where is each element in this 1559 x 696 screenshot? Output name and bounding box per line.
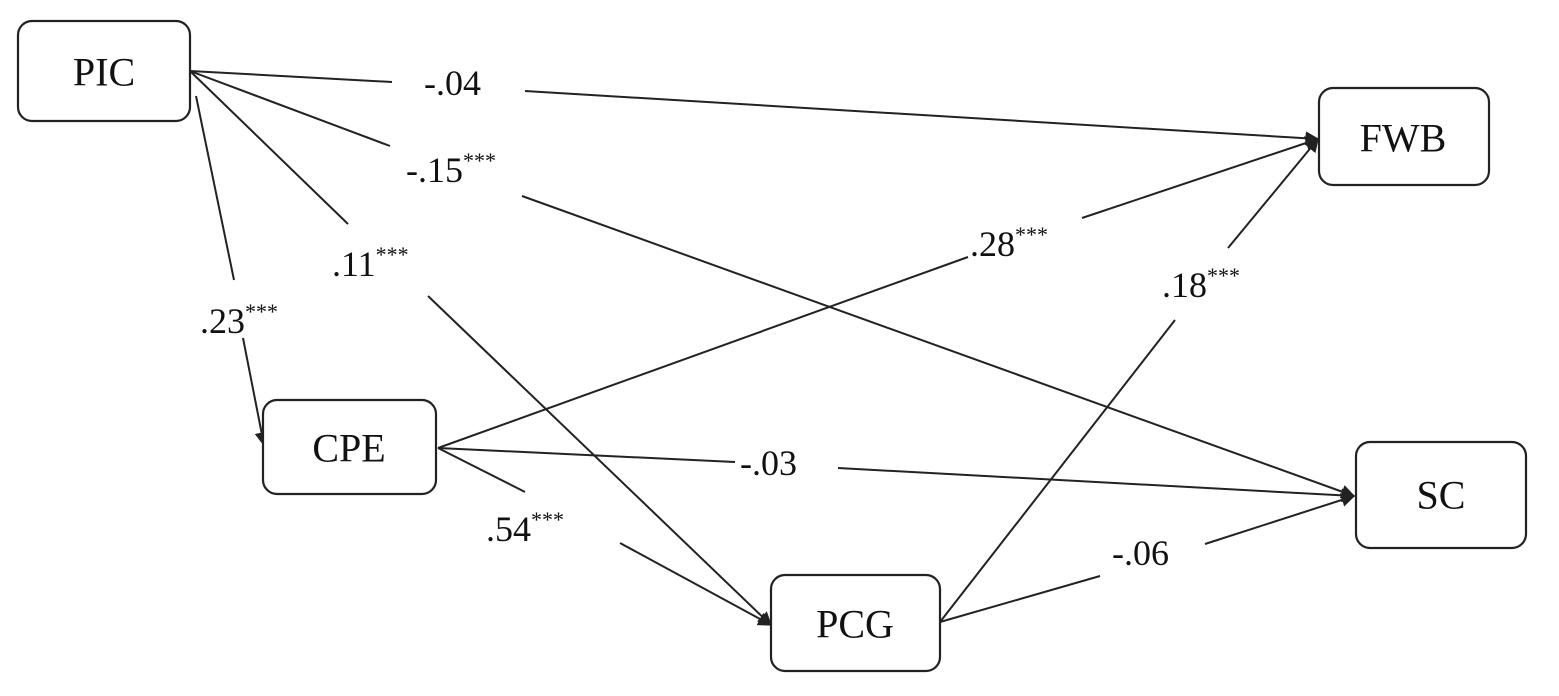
coefficient-cpe-pcg: .54 <box>486 509 531 549</box>
path-pic-cpe-segment-1 <box>195 95 235 281</box>
path-pic-pcg-segment-2 <box>427 295 773 626</box>
significance-pic-cpe: *** <box>245 299 278 324</box>
node-sc-label: SC <box>1417 473 1466 518</box>
coefficient-cpe-fwb: .28 <box>970 224 1015 264</box>
path-label-pic-cpe: .23*** <box>200 299 278 341</box>
path-pic-fwb-segment-2 <box>524 90 1320 146</box>
node-sc-box <box>1354 440 1528 550</box>
node-fwb-box <box>1317 86 1491 187</box>
path-pic-sc <box>189 70 1356 499</box>
path-cpe-pcg <box>437 447 773 626</box>
path-label-cpe-fwb: .28*** <box>970 222 1048 264</box>
path-pcg-sc-segment-1 <box>939 575 1101 623</box>
path-pic-sc-segment-2 <box>521 195 1356 499</box>
path-cpe-pcg-segment-2 <box>619 542 773 626</box>
path-label-cpe-sc: -.03 <box>740 443 797 483</box>
coefficient-cpe-sc: -.03 <box>740 443 797 483</box>
path-pic-sc-segment-1 <box>189 70 391 147</box>
coefficient-pic-sc: -.15 <box>406 150 463 190</box>
path-cpe-fwb <box>437 136 1320 449</box>
significance-pic-pcg: *** <box>376 242 409 267</box>
path-pcg-fwb-segment-2 <box>1227 137 1319 249</box>
path-pcg-sc-segment-2 <box>1204 493 1356 545</box>
path-pic-pcg-segment-1 <box>189 70 349 225</box>
path-label-pcg-sc: -.06 <box>1112 533 1169 573</box>
node-pcg-box <box>769 573 942 673</box>
coefficient-pic-cpe: .23 <box>200 301 245 341</box>
coefficient-pic-pcg: .11 <box>332 244 376 284</box>
path-label-pic-sc: -.15*** <box>406 148 496 190</box>
node-sc: SC <box>1354 440 1528 550</box>
path-pcg-fwb <box>939 137 1319 623</box>
path-cpe-fwb-segment-1 <box>437 256 969 449</box>
path-pcg-sc <box>939 493 1356 623</box>
node-cpe-box <box>261 398 438 496</box>
path-cpe-sc-segment-2 <box>837 467 1356 503</box>
node-pcg: PCG <box>769 573 942 673</box>
node-cpe: CPE <box>261 398 438 496</box>
path-cpe-sc-segment-1 <box>437 447 736 463</box>
path-pic-fwb-segment-1 <box>189 70 393 83</box>
path-cpe-sc <box>437 447 1356 503</box>
path-label-pic-pcg: .11*** <box>332 242 409 284</box>
path-label-pcg-fwb: .18*** <box>1162 263 1240 305</box>
node-pic-box <box>16 19 192 123</box>
path-pic-pcg <box>189 70 773 626</box>
path-label-cpe-pcg: .54*** <box>486 507 564 549</box>
significance-cpe-fwb: *** <box>1015 222 1048 247</box>
node-cpe-label: CPE <box>312 426 385 471</box>
significance-pic-sc: *** <box>463 148 496 173</box>
path-label-pic-fwb: -.04 <box>424 63 481 103</box>
path-pic-cpe <box>195 95 269 447</box>
coefficient-pcg-fwb: .18 <box>1162 265 1207 305</box>
node-pic-label: PIC <box>73 50 135 95</box>
node-fwb-label: FWB <box>1360 116 1447 161</box>
path-pic-cpe-segment-2 <box>242 337 269 447</box>
path-pic-fwb <box>189 70 1320 146</box>
coefficient-pcg-sc: -.06 <box>1112 533 1169 573</box>
significance-pcg-fwb: *** <box>1207 263 1240 288</box>
coefficient-pic-fwb: -.04 <box>424 63 481 103</box>
path-cpe-pcg-segment-1 <box>437 447 526 493</box>
significance-cpe-pcg: *** <box>531 507 564 532</box>
path-cpe-fwb-segment-2 <box>1081 136 1320 219</box>
node-fwb: FWB <box>1317 86 1491 187</box>
node-pcg-label: PCG <box>816 602 894 647</box>
node-pic: PIC <box>16 19 192 123</box>
path-pcg-fwb-segment-1 <box>939 319 1176 623</box>
